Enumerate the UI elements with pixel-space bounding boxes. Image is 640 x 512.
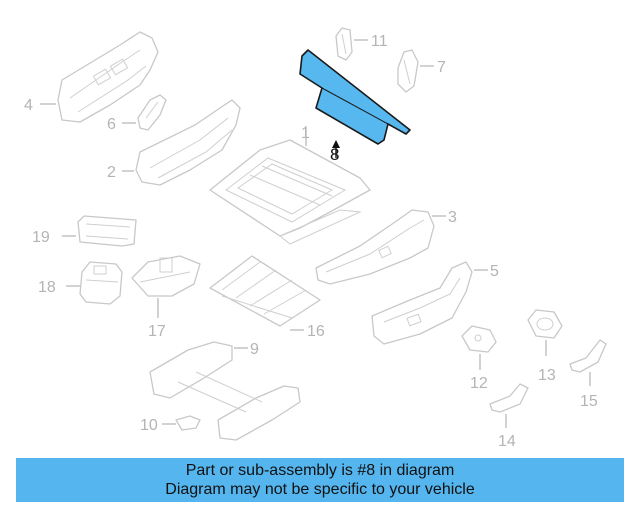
part-4-shape [57, 31, 159, 123]
callout-10: 10 [140, 417, 158, 434]
callout-19: 19 [32, 229, 50, 246]
part-2-shape [135, 99, 241, 186]
part-11-shape [335, 27, 353, 61]
part-9-shape [149, 341, 301, 441]
callout-17: 17 [148, 323, 166, 340]
callout-9: 9 [250, 341, 259, 358]
banner-line-disclaimer: Diagram may not be specific to your vehi… [165, 481, 475, 498]
callout-6: 6 [107, 116, 116, 133]
callout-18: 18 [38, 279, 56, 296]
part-7-shape [397, 49, 419, 93]
callout-12: 12 [470, 375, 488, 392]
callout-15: 15 [580, 393, 598, 410]
part-16-shape [209, 255, 321, 327]
part-1-shape [209, 139, 371, 245]
callout-1: 1 [301, 125, 310, 142]
part-5-shape [371, 261, 473, 345]
part-19-shape [77, 215, 137, 247]
callout-2: 2 [107, 164, 116, 181]
part-13-shape [527, 309, 563, 339]
part-6-shape [137, 94, 167, 131]
part-12-shape [461, 325, 497, 353]
callout-8: 8 [330, 145, 339, 164]
part-info-banner: Part or sub-assembly is #8 in diagram Di… [16, 458, 624, 502]
part-10-shape [175, 415, 201, 431]
callout-5: 5 [490, 263, 499, 280]
part-8-arrowhead [332, 140, 340, 148]
part-8-highlighted-shape [299, 49, 411, 145]
callout-7: 7 [437, 59, 446, 76]
callout-16: 16 [307, 323, 325, 340]
callout-14: 14 [498, 433, 516, 450]
part-17-shape [131, 255, 201, 297]
callout-13: 13 [538, 367, 556, 384]
banner-line-part-number: Part or sub-assembly is #8 in diagram [185, 462, 455, 479]
callout-11: 11 [371, 33, 388, 50]
callout-3: 3 [448, 209, 457, 226]
part-14-shape [489, 383, 529, 413]
part-15-shape [569, 339, 607, 373]
callout-4: 4 [24, 97, 33, 114]
part-18-shape [79, 261, 123, 305]
part-3-shape [315, 209, 435, 285]
